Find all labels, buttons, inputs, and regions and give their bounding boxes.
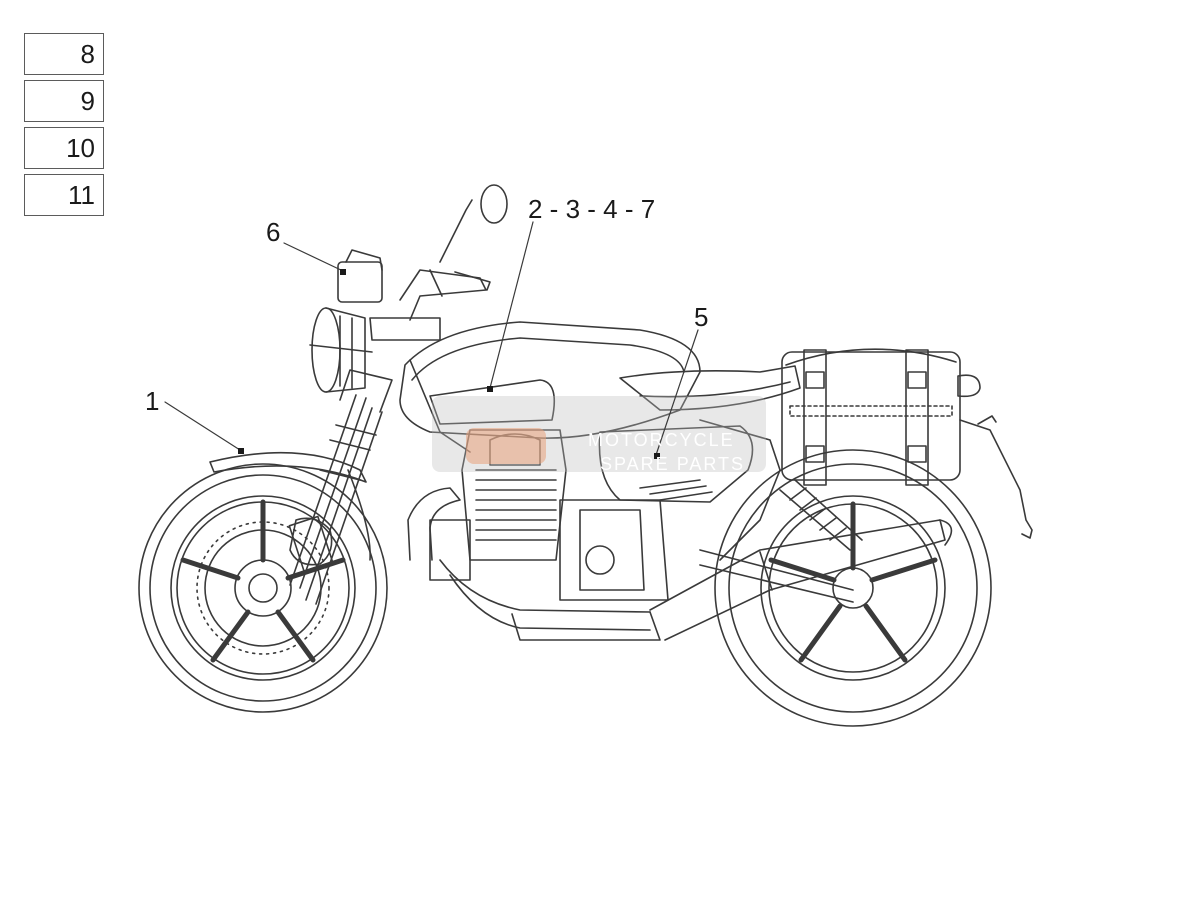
front-forks [288, 369, 393, 605]
callout-6[interactable]: 6 [266, 217, 280, 247]
frame [409, 359, 781, 561]
swingarm [699, 549, 854, 603]
callout-2-3-4-7[interactable]: 2 - 3 - 4 - 7 [528, 194, 655, 224]
part-box-9[interactable]: 9 [24, 80, 104, 122]
watermark-logo [432, 396, 766, 472]
watermark-line-1: MOTORCYCLE [588, 430, 735, 450]
callout-1[interactable]: 1 [145, 386, 159, 416]
part-number-boxes: 8 9 10 11 [24, 33, 106, 221]
callout-5[interactable]: 5 [694, 302, 708, 332]
part-box-8[interactable]: 8 [24, 33, 104, 75]
callout-markers [238, 269, 660, 459]
rear-wheel [714, 449, 992, 727]
headlight [309, 307, 373, 393]
rear-shock [779, 479, 863, 551]
seat [619, 365, 801, 411]
tail-light [957, 374, 981, 398]
fuel-tank [399, 321, 701, 439]
callout-leaders [164, 221, 699, 456]
handlebar-area [337, 184, 508, 341]
part-box-10[interactable]: 10 [24, 127, 104, 169]
watermark-line-2: SPARE PARTS [600, 454, 745, 474]
front-wheel [138, 463, 388, 713]
front-fender [209, 451, 367, 483]
part-box-11[interactable]: 11 [24, 174, 104, 216]
exhaust [407, 487, 953, 641]
saddle-bag [781, 348, 961, 486]
license-bracket [959, 419, 1033, 539]
